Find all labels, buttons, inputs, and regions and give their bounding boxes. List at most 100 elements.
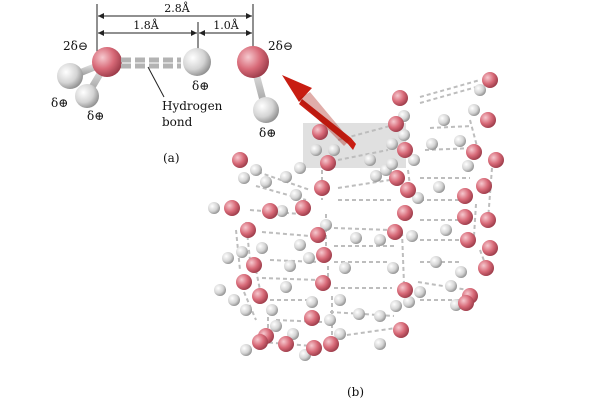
lattice-oxygen-atom — [236, 274, 252, 290]
lattice-hydrogen-atom — [236, 246, 248, 258]
lattice-oxygen-atom — [262, 203, 278, 219]
lattice-hydrogen-atom — [386, 158, 398, 170]
lattice-hydrogen-atom — [306, 296, 318, 308]
lattice-oxygen-atom — [323, 336, 339, 352]
lattice-oxygen-atom — [310, 227, 326, 243]
lattice-oxygen-atom — [389, 170, 405, 186]
hydrogen-bond-label-line-1: Hydrogen — [162, 99, 223, 113]
lattice-oxygen-atom — [457, 188, 473, 204]
lattice-hydrogen-atom — [414, 286, 426, 298]
lattice-hydrogen-atom — [350, 232, 362, 244]
lattice-oxygen-atom — [240, 222, 256, 238]
lattice-oxygen-atom — [480, 112, 496, 128]
lattice-hydrogen-atom — [240, 304, 252, 316]
lattice-atoms — [208, 72, 504, 361]
lattice-hydrogen-atom — [339, 262, 351, 274]
lattice-hydrogen-atom — [387, 262, 399, 274]
lattice-oxygen-atom — [400, 182, 416, 198]
charge-hydrogen-right-2: δ⊕ — [259, 126, 276, 140]
lattice-oxygen-atom — [278, 336, 294, 352]
lattice-oxygen-atom — [232, 152, 248, 168]
lattice-hydrogen-atom — [320, 219, 332, 231]
lattice-hydrogen-atom — [374, 234, 386, 246]
lattice-oxygen-atom — [397, 282, 413, 298]
panel-a-label: (a) — [163, 151, 180, 165]
lattice-hydrogen-bond — [255, 269, 263, 301]
lattice-hydrogen-atom — [364, 154, 376, 166]
lattice-hydrogen-atom — [374, 310, 386, 322]
lattice-hydrogen-atom — [462, 160, 474, 172]
lattice-oxygen-atom — [320, 155, 336, 171]
charge-hydrogen-left-1: δ⊕ — [51, 96, 68, 110]
left-hydrogen-atom-1 — [57, 63, 83, 89]
lattice-oxygen-atom — [458, 295, 474, 311]
lattice-hydrogen-atom — [430, 256, 442, 268]
lattice-oxygen-atom — [304, 310, 320, 326]
hydrogen-bond-label-line-2: bond — [162, 115, 193, 129]
lattice-oxygen-atom — [488, 152, 504, 168]
lattice-hydrogen-atom — [433, 181, 445, 193]
ice-lattice — [208, 72, 504, 361]
lattice-hydrogen-atom — [284, 260, 296, 272]
lattice-hydrogen-atom — [474, 84, 486, 96]
lattice-hydrogen-atom — [406, 230, 418, 242]
lattice-hydrogen-atom — [250, 164, 262, 176]
red-arrow — [282, 75, 356, 150]
lattice-oxygen-atom — [252, 288, 268, 304]
lattice-hydrogen-bond — [417, 281, 469, 291]
lattice-hydrogen-atom — [294, 162, 306, 174]
lattice-oxygen-atom — [393, 322, 409, 338]
lattice-hydrogen-bond — [339, 327, 397, 337]
lattice-hydrogen-atom — [208, 202, 220, 214]
lattice-hydrogen-bond — [337, 149, 389, 161]
lattice-hydrogen-bond — [261, 231, 311, 237]
dimension-lines — [96, 4, 254, 56]
hydrogen-bond-pointer — [147, 66, 165, 98]
lattice-hydrogen-atom — [454, 135, 466, 147]
lattice-hydrogen-atom — [240, 344, 252, 356]
lattice-hydrogen-atom — [374, 338, 386, 350]
lattice-hydrogen-atom — [328, 144, 340, 156]
lattice-hydrogen-atom — [370, 170, 382, 182]
lattice-hydrogen-atom — [468, 104, 480, 116]
lattice-hydrogen-atom — [334, 328, 346, 340]
hydrogen-bond-dashes — [121, 57, 181, 69]
lattice-hydrogen-atom — [266, 304, 278, 316]
lattice-hydrogen-bond — [401, 231, 405, 285]
lattice-hydrogen-bond — [473, 203, 477, 237]
lattice-hydrogen-atom — [303, 252, 315, 264]
lattice-oxygen-atom — [306, 340, 322, 356]
lattice-hydrogen-atom — [408, 154, 420, 166]
lattice-hydrogen-bond — [269, 259, 319, 263]
lattice-hydrogen-atom — [398, 129, 410, 141]
dimension-arrowheads — [98, 13, 252, 36]
lattice-oxygen-atom — [397, 142, 413, 158]
lattice-hydrogen-bond — [257, 171, 311, 191]
lattice-hydrogen-atom — [280, 281, 292, 293]
lattice-hydrogen-atom — [440, 224, 452, 236]
lattice-hydrogen-atom — [324, 314, 336, 326]
lattice-oxygen-atom — [480, 212, 496, 228]
dimension-hbond-label: 1.8Å — [133, 18, 159, 32]
lattice-oxygen-atom — [246, 257, 262, 273]
lattice-oxygen-atom — [460, 232, 476, 248]
lattice-hydrogen-atom — [386, 138, 398, 150]
lattice-hydrogen-atom — [214, 284, 226, 296]
charge-hydrogen-left-2: δ⊕ — [87, 109, 104, 123]
lattice-hydrogen-atom — [390, 300, 402, 312]
dimension-total-label: 2.8Å — [164, 1, 190, 15]
lattice-oxygen-atom — [388, 116, 404, 132]
charge-oxygen-left: 2δ⊖ — [63, 39, 88, 53]
water-dimer — [57, 46, 279, 123]
lattice-hydrogen-atom — [294, 239, 306, 251]
charge-hydrogen-right-1: δ⊕ — [192, 79, 209, 93]
lattice-hydrogen-bond — [245, 221, 251, 261]
lattice-oxygen-atom — [224, 200, 240, 216]
panel-b-label: (b) — [347, 385, 364, 399]
lattice-hydrogen-atom — [287, 328, 299, 340]
lattice-hydrogen-atom — [403, 296, 415, 308]
lattice-hydrogen-atom — [256, 242, 268, 254]
lattice-oxygen-atom — [466, 144, 482, 160]
lattice-oxygen-atom — [392, 90, 408, 106]
